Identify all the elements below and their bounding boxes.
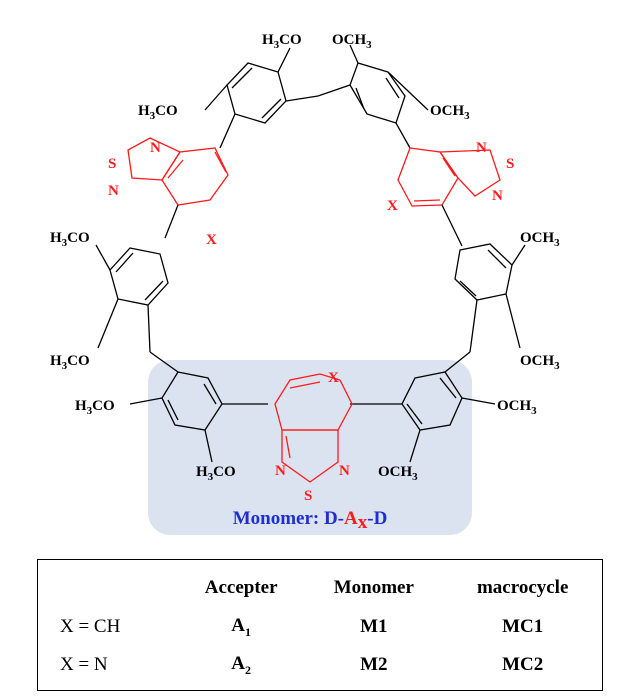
top-left-methoxy-label: H3CO xyxy=(262,32,302,51)
table-header-accepter: Accepter xyxy=(204,577,278,598)
atom-s: S xyxy=(304,488,312,504)
macrocycle-cell: MC2 xyxy=(502,654,544,675)
atom-s: S xyxy=(108,156,116,172)
table-header-macrocycle: macrocycle xyxy=(476,577,569,598)
table-row: X = CH A1 M1 MC1 xyxy=(38,608,602,646)
methylene-bridge-top-b xyxy=(317,84,351,97)
bottom-right-methoxy-label-2: OCH3 xyxy=(378,464,418,483)
table-row: X = N A2 M2 MC2 xyxy=(38,646,602,684)
atom-x: X xyxy=(206,232,217,248)
row-label: X = N xyxy=(60,654,108,675)
atom-x: X xyxy=(328,370,339,386)
left-donor-ring xyxy=(109,247,169,306)
row-label: X = CH xyxy=(60,616,121,637)
atom-x: X xyxy=(387,198,398,214)
macrocycle-cell: MC1 xyxy=(502,616,544,637)
compound-table-box: Accepter Monomer macrocycle X = CH A1 M1… xyxy=(37,559,603,691)
right-donor-ring xyxy=(454,243,513,301)
atom-n: N xyxy=(476,140,487,156)
atom-n: N xyxy=(339,463,350,479)
table-header-blank xyxy=(38,568,178,608)
bottom-left-methoxy-label-1: H3CO xyxy=(75,398,115,417)
monomer-cell: M2 xyxy=(360,654,388,675)
atom-s: S xyxy=(506,156,514,172)
macrocycle-structure-diagram: H3CO OCH3 H3CO OCH3 H3CO OCH3 H3CO OCH3 … xyxy=(50,32,560,535)
upper-right-methoxy-label: OCH3 xyxy=(430,103,470,122)
atom-n: N xyxy=(275,463,286,479)
top-left-acceptor xyxy=(127,137,229,206)
accepter-cell: A2 xyxy=(231,652,251,677)
top-right-acceptor xyxy=(397,147,501,207)
bottom-right-methoxy-label-1: OCH3 xyxy=(497,398,537,417)
atom-n: N xyxy=(150,140,161,156)
compound-table: Accepter Monomer macrocycle X = CH A1 M1… xyxy=(38,568,602,684)
table-header-row: Accepter Monomer macrocycle xyxy=(38,568,602,608)
upper-left-methoxy-label: H3CO xyxy=(138,103,178,122)
methylene-bridge-top xyxy=(285,95,319,102)
left-methoxy-label-2: H3CO xyxy=(50,353,90,372)
atom-n: N xyxy=(492,188,503,204)
bottom-left-methoxy-label-2: H3CO xyxy=(196,464,236,483)
monomer-label: Monomer: D-Ax-D xyxy=(233,508,388,533)
top-right-methoxy-label: OCH3 xyxy=(332,32,372,51)
left-methoxy-label-1: H3CO xyxy=(50,230,90,249)
table-header-monomer: Monomer xyxy=(333,577,414,598)
atom-n: N xyxy=(108,183,119,199)
right-methoxy-label-2: OCH3 xyxy=(520,353,560,372)
top-right-donor-ring xyxy=(349,62,406,124)
bottom-acceptor xyxy=(274,373,353,483)
monomer-cell: M1 xyxy=(360,616,388,637)
right-methoxy-label-1: OCH3 xyxy=(520,230,560,249)
accepter-cell: A1 xyxy=(231,614,251,639)
top-left-donor-ring xyxy=(226,62,287,124)
